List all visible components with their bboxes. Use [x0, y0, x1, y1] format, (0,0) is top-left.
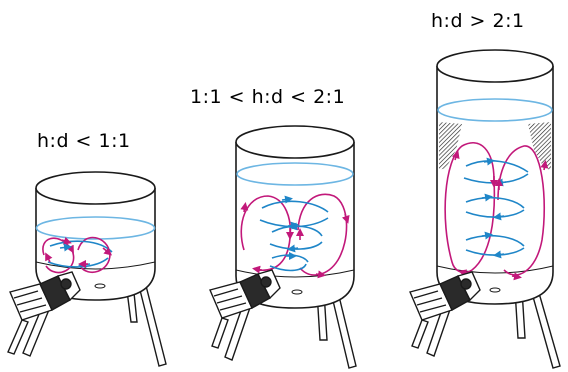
agitator-motor-icon	[7, 271, 81, 355]
flow-pattern	[444, 142, 549, 281]
flow-pattern	[42, 236, 113, 274]
ratio-label-short-tank: h:d < 1:1	[37, 130, 131, 152]
short-tank	[7, 171, 167, 367]
agitator-motor-icon	[409, 271, 481, 349]
ratio-label-tall-tank: h:d > 2:1	[431, 10, 525, 32]
liquid-level	[35, 216, 156, 240]
ratio-label-medium-tank: 1:1 < h:d < 2:1	[190, 86, 346, 108]
baffle-right	[528, 122, 551, 170]
tall-tank	[409, 49, 561, 369]
liquid-level	[437, 98, 553, 122]
liquid-level	[236, 162, 354, 186]
agitator-motor-icon	[209, 269, 281, 349]
baffle-left	[439, 122, 462, 170]
medium-tank	[209, 125, 357, 369]
flow-pattern	[240, 193, 350, 279]
